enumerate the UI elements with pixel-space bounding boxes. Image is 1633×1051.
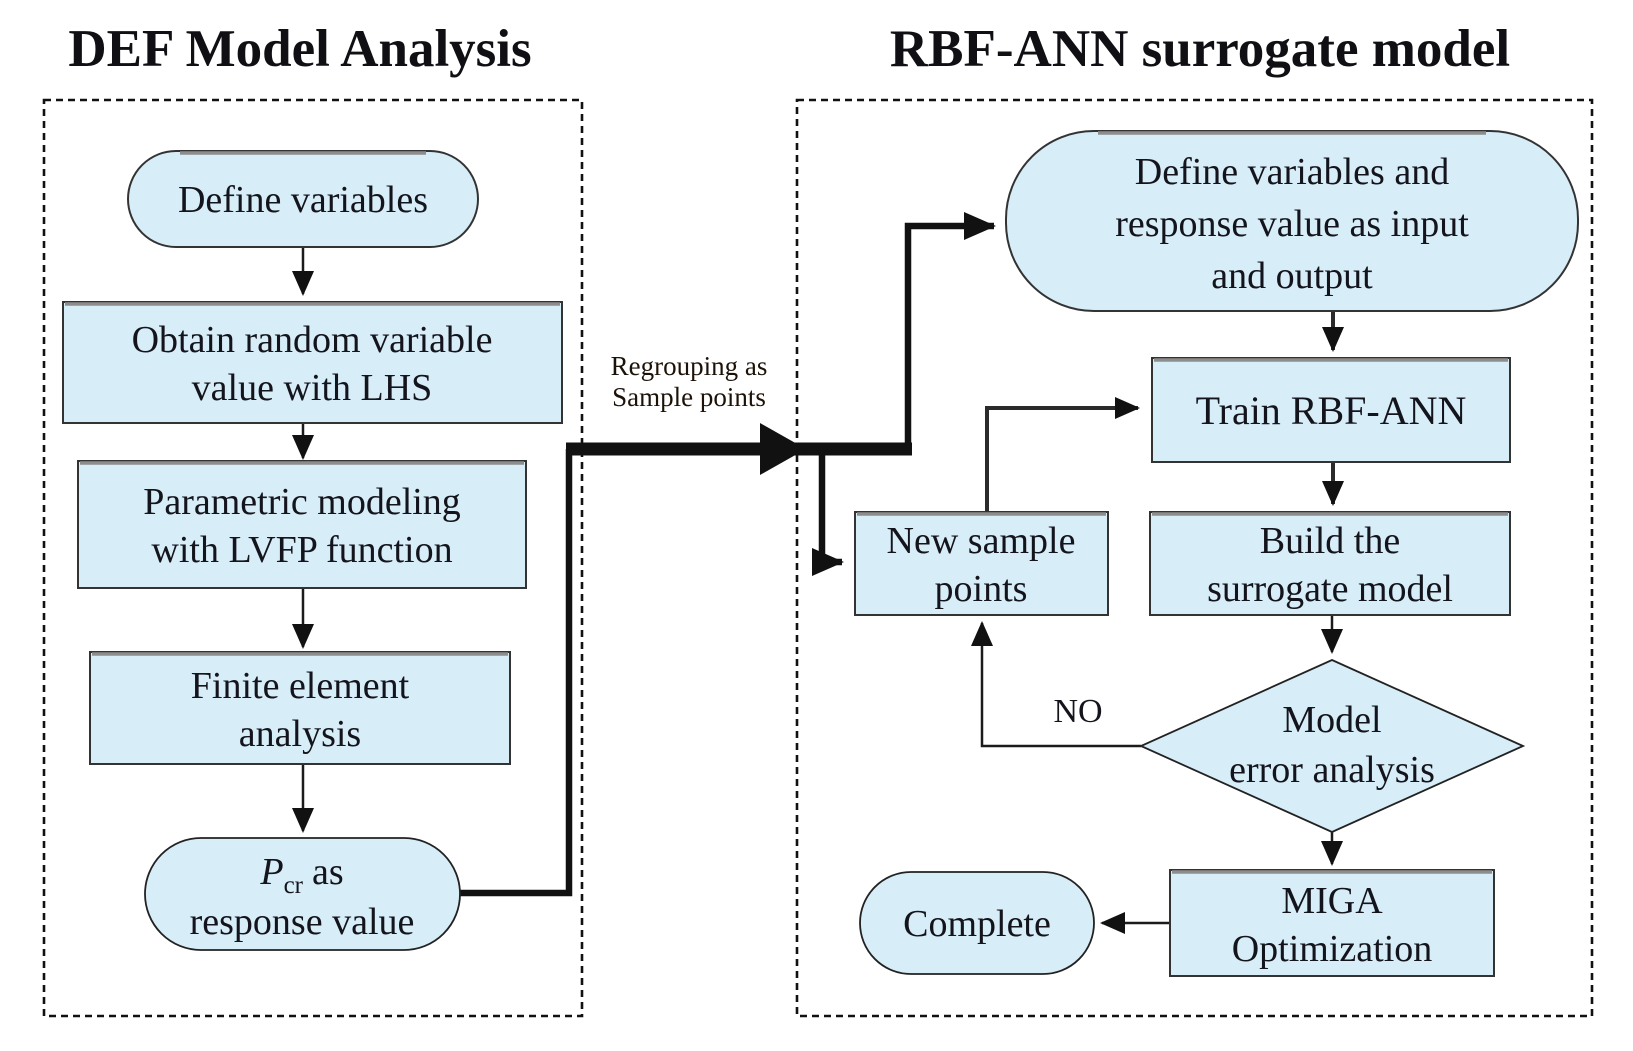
node-complete: Complete (859, 871, 1095, 975)
build-line1: Build the (1260, 520, 1400, 562)
parametric-shape (77, 460, 527, 589)
node-parametric-modeling: Parametric modeling with LVFP function (77, 460, 527, 589)
node-train-rbf-ann: Train RBF-ANN (1151, 357, 1511, 463)
train-shape (1151, 357, 1511, 463)
connector-label-line1: Regrouping as (611, 351, 768, 381)
obtain-lhs-line1: Obtain random variable (132, 319, 493, 361)
pcr-shape (144, 837, 461, 951)
new-samples-shape (854, 511, 1109, 616)
node-build-surrogate: Build the surrogate model (1149, 511, 1511, 616)
finite-element-line1: Finite element (191, 665, 410, 707)
regrouping-arrowhead (760, 423, 806, 475)
train-label: Train RBF-ANN (1196, 388, 1467, 433)
define-io-line1: Define variables and (1135, 151, 1449, 193)
arrow-no-loop (971, 621, 1141, 748)
build-line2: surrogate model (1207, 568, 1453, 610)
new-samples-line1: New sample (887, 520, 1076, 562)
decision-shape (1138, 659, 1526, 833)
branch-to-new-samples (812, 446, 844, 576)
finite-element-shape (89, 651, 511, 765)
node-model-error-decision: Model error analysis (1138, 659, 1526, 833)
obtain-lhs-shape (62, 301, 563, 424)
right-column-arrows (971, 311, 1344, 934)
define-variables-label: Define variables (178, 179, 428, 221)
connector-label-line2: Sample points (612, 382, 766, 412)
pcr-subscript: cr (284, 872, 304, 899)
pcr-exit-elbow (455, 449, 573, 897)
branch-to-define-io (904, 212, 996, 449)
define-io-line2: response value as input (1115, 203, 1469, 245)
miga-shape (1169, 869, 1495, 977)
rbf-ann-title: RBF-ANN surrogate model (890, 20, 1510, 78)
no-branch-label: NO (1053, 693, 1102, 730)
pcr-symbol: P (259, 851, 283, 893)
decision-line2: error analysis (1229, 749, 1435, 791)
connector-label: Regrouping as Sample points (611, 351, 768, 412)
cross-panel-connector (455, 212, 996, 897)
node-obtain-lhs: Obtain random variable value with LHS (62, 301, 563, 424)
node-define-io: Define variables and response value as i… (1005, 130, 1579, 312)
define-io-line3: and output (1211, 255, 1373, 297)
node-new-samples: New sample points (854, 511, 1109, 616)
build-shape (1149, 511, 1511, 616)
def-model-title: DEF Model Analysis (68, 20, 531, 78)
finite-element-line2: analysis (239, 713, 361, 755)
define-io-shape (1005, 130, 1579, 312)
arrow-newsamples-to-train (985, 397, 1140, 512)
miga-line2: Optimization (1232, 928, 1433, 970)
complete-shape (859, 871, 1095, 975)
pcr-rest: as (312, 851, 344, 893)
parametric-line2: with LVFP function (151, 529, 452, 571)
miga-line1: MIGA (1281, 880, 1383, 922)
def-model-panel-border (42, 98, 584, 1018)
rbf-ann-panel-border (795, 98, 1594, 1018)
decision-line1: Model (1282, 699, 1381, 741)
node-miga-optimization: MIGA Optimization (1169, 869, 1495, 977)
parametric-line1: Parametric modeling (143, 481, 461, 523)
regrouping-arrow-shaft (566, 442, 912, 456)
obtain-lhs-line2: value with LHS (192, 367, 433, 409)
node-define-variables: Define variables (127, 150, 479, 248)
node-finite-element: Finite element analysis (89, 651, 511, 765)
complete-label: Complete (903, 903, 1051, 945)
pcr-line2: response value (190, 901, 415, 943)
new-samples-line2: points (935, 568, 1028, 610)
define-variables-shape (127, 150, 479, 248)
